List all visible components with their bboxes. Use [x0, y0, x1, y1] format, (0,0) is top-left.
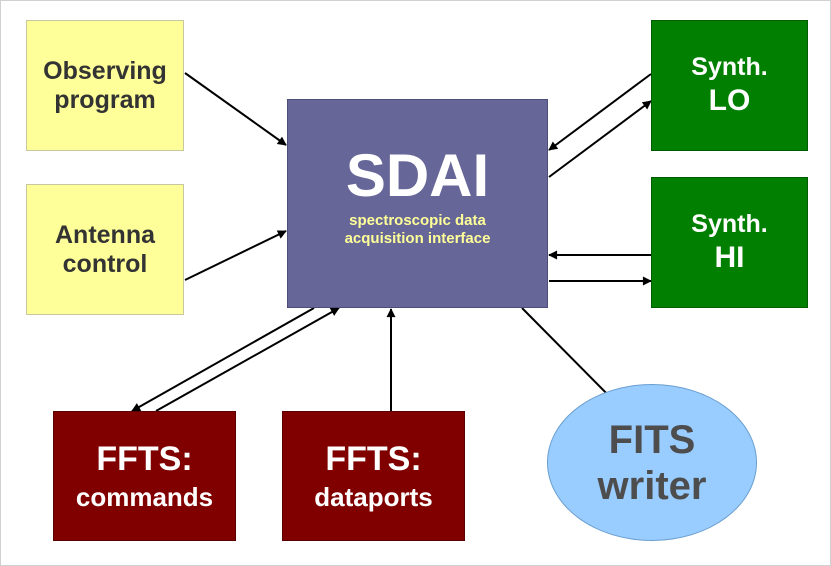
synth-lo-line1: Synth. [691, 52, 768, 81]
observing-program-line1: Observing [43, 56, 167, 85]
synth-hi-line1: Synth. [691, 209, 768, 238]
ffts-commands-box: FFTS: commands [53, 411, 236, 541]
synth-hi-box: Synth. HI [651, 177, 808, 308]
antenna-control-box: Antenna control [26, 184, 184, 315]
arrow-observing-to-sdai [184, 72, 287, 146]
fits-writer-ellipse: FITS writer [547, 384, 757, 541]
arrow-sdai-to-synth-lo [548, 100, 652, 178]
ffts-dataports-box: FFTS: dataports [282, 411, 465, 541]
synth-lo-box: Synth. LO [651, 20, 808, 151]
observing-program-line2: program [54, 85, 156, 114]
fits-writer-line1: FITS [608, 417, 696, 462]
antenna-control-line2: control [62, 249, 148, 278]
sdai-box: SDAI spectroscopic data acquisition inte… [287, 99, 548, 308]
sdai-title: SDAI [345, 141, 490, 209]
ffts-dataports-line1: FFTS: [325, 439, 422, 478]
synth-lo-line2: LO [708, 83, 751, 117]
ffts-dataports-line2: dataports [314, 481, 433, 512]
ffts-commands-line2: commands [75, 481, 214, 512]
arrow-ffts-commands-to-sdai [155, 307, 340, 412]
antenna-control-line1: Antenna [55, 220, 155, 249]
arrow-sdai-to-ffts-commands [131, 307, 315, 412]
observing-program-box: Observing program [26, 20, 184, 151]
arrow-synth-lo-to-sdai [548, 73, 652, 151]
sdai-subtitle-line2: acquisition interface [344, 229, 491, 247]
ffts-commands-line1: FFTS: [96, 439, 193, 478]
sdai-subtitle-line1: spectroscopic data [349, 211, 486, 229]
synth-hi-line2: HI [714, 240, 745, 274]
fits-writer-line2: writer [597, 463, 707, 508]
arrow-antenna-to-sdai [184, 230, 287, 281]
